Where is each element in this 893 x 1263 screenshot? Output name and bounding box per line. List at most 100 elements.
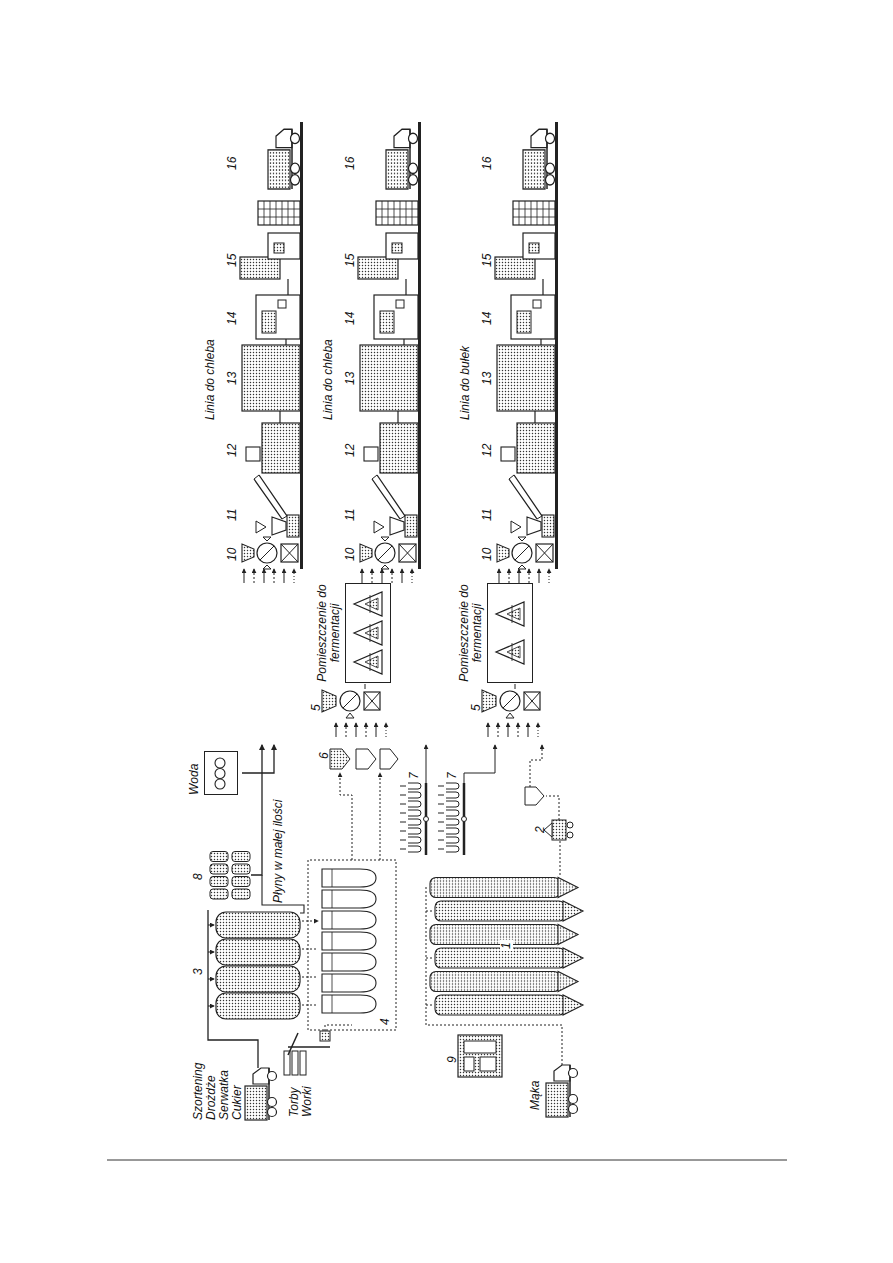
bread-line — [358, 122, 421, 583]
label-holder: 5 — [466, 704, 484, 711]
callout-number: 4 — [379, 1018, 392, 1025]
label-holder: 14 — [222, 312, 240, 325]
label-holder: Mąka — [525, 1081, 543, 1110]
room-equipment — [488, 584, 532, 682]
label-holder: 10 — [340, 548, 358, 561]
callout-number: 13 — [226, 372, 239, 385]
feed-line — [464, 745, 495, 783]
label-holder: 3 — [188, 968, 206, 975]
ingredient-name: Drożdże — [205, 1075, 218, 1120]
callout-number: 11 — [344, 509, 357, 521]
transfer-line — [365, 684, 366, 689]
roll-line — [495, 122, 558, 583]
label-holder: 4 — [375, 1018, 393, 1025]
label-holder: Szortening — [188, 1063, 206, 1120]
feed-arrows — [336, 723, 386, 737]
label-holder: 7 — [442, 772, 460, 779]
room-outline — [204, 751, 238, 795]
label-holder: 12 — [477, 444, 495, 457]
label-holder: 15 — [340, 254, 358, 267]
callout-number: 3 — [192, 968, 205, 975]
label-holder: 15 — [477, 254, 495, 267]
callout-number: 13 — [481, 372, 494, 385]
small-dosing-unit — [525, 745, 573, 875]
callout-number: 11 — [226, 509, 239, 521]
sifters — [330, 749, 398, 769]
conveyor — [400, 783, 429, 855]
flour-silos — [426, 878, 583, 1066]
label-holder: 10 — [222, 548, 240, 561]
room-outline — [487, 583, 533, 683]
label-holder: 13 — [340, 372, 358, 385]
callout-number: 12 — [226, 444, 239, 457]
label-holder: 7 — [404, 772, 422, 779]
room-equipment — [346, 584, 390, 682]
label-holder: 16 — [477, 157, 495, 170]
fermentation-room: Pomieszczenie do fermentacji — [316, 583, 391, 683]
label-holder: 11 — [222, 509, 240, 521]
callout-number: 13 — [344, 372, 357, 385]
control-cabinet — [458, 1035, 502, 1077]
callout-number: 11 — [481, 509, 494, 521]
callout-number: 15 — [226, 254, 239, 267]
flour-truck — [546, 1065, 578, 1117]
bag-hoist — [284, 1025, 352, 1075]
label-holder: 10 — [477, 548, 495, 561]
callout-number: 16 — [481, 157, 494, 170]
callout-number: 14 — [226, 312, 239, 325]
label-holder: 12 — [222, 444, 240, 457]
conveyor — [438, 783, 467, 855]
label-holder: Worki — [297, 1086, 315, 1117]
callout-number: 14 — [344, 312, 357, 325]
label-holder: 9 — [442, 1056, 460, 1063]
callout-number: 12 — [481, 444, 494, 457]
label-holder: 12 — [340, 444, 358, 457]
label-holder: 14 — [477, 312, 495, 325]
fermentation-room: Pomieszczenie do fermentacji — [458, 583, 533, 683]
note-label: Płyny w małej ilości — [272, 800, 285, 903]
feed-line — [426, 745, 427, 783]
mixer — [482, 690, 540, 718]
callout-number: 10 — [344, 548, 357, 561]
small-containers — [210, 745, 304, 913]
callout-number: 1 — [500, 940, 513, 951]
label-holder: 8 — [188, 873, 206, 880]
label-holder: 16 — [222, 157, 240, 170]
rotated-diagram: SzorteningDrożdżeSerwatkaCukier38Płyny w… — [180, 120, 595, 1125]
label-holder: 2 — [530, 826, 548, 833]
label-holder: Linia do chleba — [200, 339, 218, 420]
room-heading: Woda — [188, 751, 201, 795]
bread-line — [240, 122, 303, 583]
material-name: Torby — [288, 1087, 301, 1117]
label-holder: 11 — [340, 509, 358, 521]
label-holder: 5 — [306, 704, 324, 711]
line-title: Linia do chleba — [204, 339, 217, 420]
water-tank: Woda — [188, 751, 238, 795]
label-holder: 11 — [477, 509, 495, 521]
label-holder: 14 — [340, 312, 358, 325]
transfer-line — [515, 684, 516, 689]
callout-number: 5 — [470, 704, 483, 711]
line-title: Linia do bułek — [459, 346, 472, 420]
callout-number: 15 — [481, 254, 494, 267]
ingredient-name: Serwatka — [218, 1070, 231, 1120]
callout-number: 16 — [344, 157, 357, 170]
label-holder: Linia do chleba — [318, 339, 336, 420]
callout-number: 7 — [408, 772, 421, 779]
material-name: Mąka — [529, 1081, 542, 1110]
label-holder: Drożdże — [201, 1075, 219, 1120]
footer-line — [107, 1160, 787, 1161]
ingredient-name: Szortening — [192, 1063, 205, 1120]
room-equipment — [205, 752, 237, 794]
callout-number: 6 — [318, 752, 331, 759]
callout-number: 2 — [534, 826, 547, 833]
label-holder: 13 — [222, 372, 240, 385]
label-holder: Płyny w małej ilości — [268, 800, 286, 903]
label-holder: Torby — [284, 1087, 302, 1117]
label-holder: Linia do bułek — [455, 346, 473, 420]
room-heading: Pomieszczenie do fermentacji — [316, 583, 342, 683]
callout-number: 8 — [192, 873, 205, 880]
label-holder: Serwatka — [214, 1070, 232, 1120]
feed-arrows — [488, 723, 538, 737]
